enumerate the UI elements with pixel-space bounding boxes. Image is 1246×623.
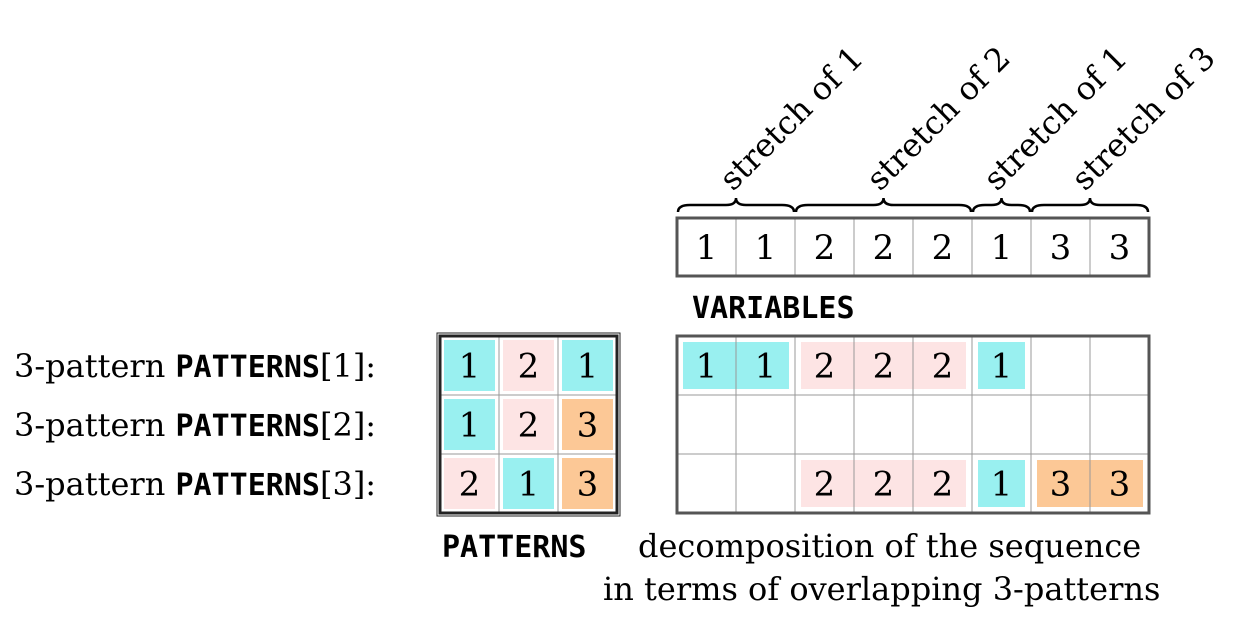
pattern-row-label-3: 3-pattern PATTERNS[3]: [14,465,376,503]
decomposition-cell-value: 1 [991,347,1013,387]
decomposition-cell-value: 2 [932,347,954,387]
pattern-cell-fill [503,340,554,391]
variables-cell-value: 1 [991,228,1013,268]
variables-cell-value: 3 [1109,228,1131,268]
stretch-annotations: stretch of 1 stretch of 2 stretch of 1 s… [676,39,1223,213]
stretch-brace [676,197,796,213]
decomposition-band [801,460,966,507]
pattern-cell-fill [562,399,613,450]
pattern-cell-value: 3 [577,465,599,505]
pattern-cell-fill [562,458,613,509]
pattern-cell-value: 3 [577,406,599,446]
variables-cell-value: 3 [1050,228,1072,268]
pattern-cell-value: 1 [518,465,540,505]
decomposition-border [675,334,1151,515]
variables-title: VARIABLES [692,291,855,326]
pattern-cell-fill [503,458,554,509]
decomposition-cell-value: 3 [1109,465,1131,505]
decomposition-cell-value: 3 [1050,465,1072,505]
stretch-brace [971,197,1032,213]
pattern-cell-value: 1 [459,406,481,446]
variables-cell-value: 2 [873,228,895,268]
pattern-cell-fill [444,399,495,450]
pattern-cell-fill [444,458,495,509]
patterns-title: PATTERNS [442,530,587,565]
variables-cell-value: 1 [696,228,718,268]
pattern-cell-value: 2 [518,406,540,446]
decomposition-band [801,342,966,389]
stretch-braces [676,197,1150,213]
decomposition-caption-line1: decomposition of the sequence [638,527,1141,565]
pattern-cell-fill [562,340,613,391]
pattern-row-label-1: 3-pattern PATTERNS[1]: [14,347,376,385]
decomposition-cell-value: 2 [873,465,895,505]
pattern-cell-fill [503,399,554,450]
variables-cell-value: 1 [755,228,777,268]
decomposition-band [978,342,1025,389]
stretch-brace [794,197,973,213]
decomposition-cell-value: 2 [814,347,836,387]
stretch-label-1: stretch of 1 [712,39,871,198]
variables-border [675,216,1151,278]
decomposition-cell-value: 1 [991,465,1013,505]
decomposition-cell-value: 1 [755,347,777,387]
decomposition-cell-value: 2 [932,465,954,505]
pattern-cell-value: 1 [577,347,599,387]
decomposition-cell-value: 2 [814,465,836,505]
pattern-cell-fill [444,340,495,391]
pattern-cell-value: 2 [459,465,481,505]
decomposition-cell-value: 2 [873,347,895,387]
stretch-brace [1030,197,1150,213]
variables-cell-value: 2 [932,228,954,268]
decomposition-caption-line2: in terms of overlapping 3-patterns [603,570,1160,608]
variables-cell-value: 2 [814,228,836,268]
decomposition-band [978,460,1025,507]
pattern-cell-value: 2 [518,347,540,387]
patterns-outer-border [436,332,621,517]
patterns-border [438,334,619,515]
pattern-row-labels: 3-pattern PATTERNS[1]: 3-pattern PATTERN… [14,347,376,503]
decomposition-cell-value: 1 [696,347,718,387]
pattern-cell-value: 1 [459,347,481,387]
pattern-row-label-2: 3-pattern PATTERNS[2]: [14,406,376,444]
